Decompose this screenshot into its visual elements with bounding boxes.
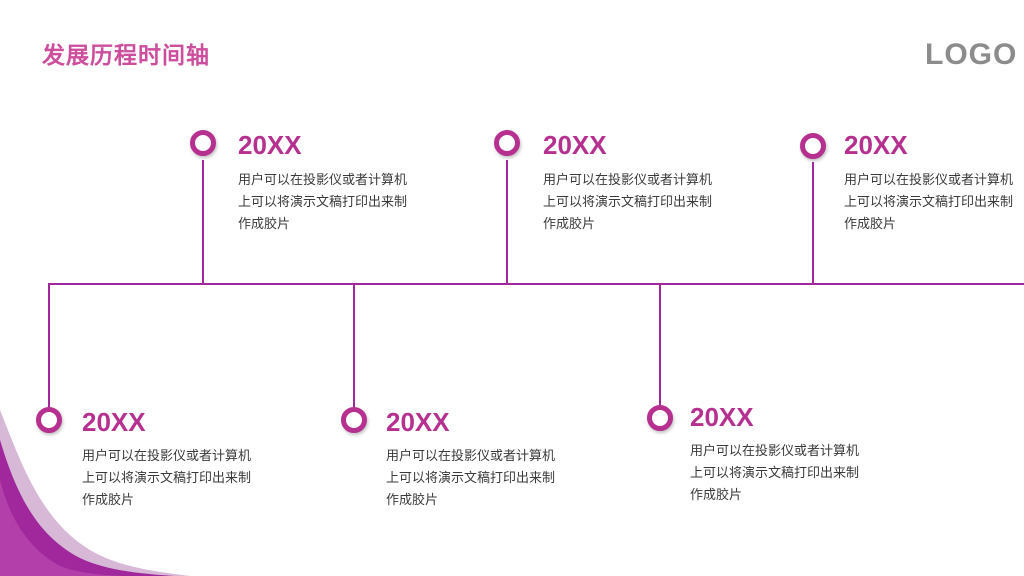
event-description: 用户可以在投影仪或者计算机上可以将演示文稿打印出来制作成胶片 [82,449,252,508]
timeline-node [190,130,216,156]
timeline-node [494,130,520,156]
event-year: 20XX [844,130,908,160]
timeline-axis [48,283,1024,285]
event-year: 20XX [543,130,607,160]
timeline-stem [353,284,355,408]
timeline-stem [659,284,661,406]
timeline-stem [812,162,814,284]
timeline-stem [506,160,508,284]
event-description: 用户可以在投影仪或者计算机上可以将演示文稿打印出来制作成胶片 [238,173,408,232]
event-year: 20XX [82,407,146,437]
timeline-node [36,407,62,433]
event-year: 20XX [238,130,302,160]
logo-text: LOGO [925,38,1018,71]
event-description: 用户可以在投影仪或者计算机上可以将演示文稿打印出来制作成胶片 [543,173,713,232]
timeline-stem [48,284,50,408]
event-description: 用户可以在投影仪或者计算机上可以将演示文稿打印出来制作成胶片 [844,173,1014,232]
corner-wave-decoration [0,410,190,576]
timeline-stem [202,160,204,284]
timeline-node [800,133,826,159]
event-description: 用户可以在投影仪或者计算机上可以将演示文稿打印出来制作成胶片 [690,444,860,503]
event-year: 20XX [386,407,450,437]
timeline-node [341,407,367,433]
timeline-node [647,405,673,431]
event-year: 20XX [690,402,754,432]
page-title: 发展历程时间轴 [42,43,210,69]
event-description: 用户可以在投影仪或者计算机上可以将演示文稿打印出来制作成胶片 [386,449,556,508]
